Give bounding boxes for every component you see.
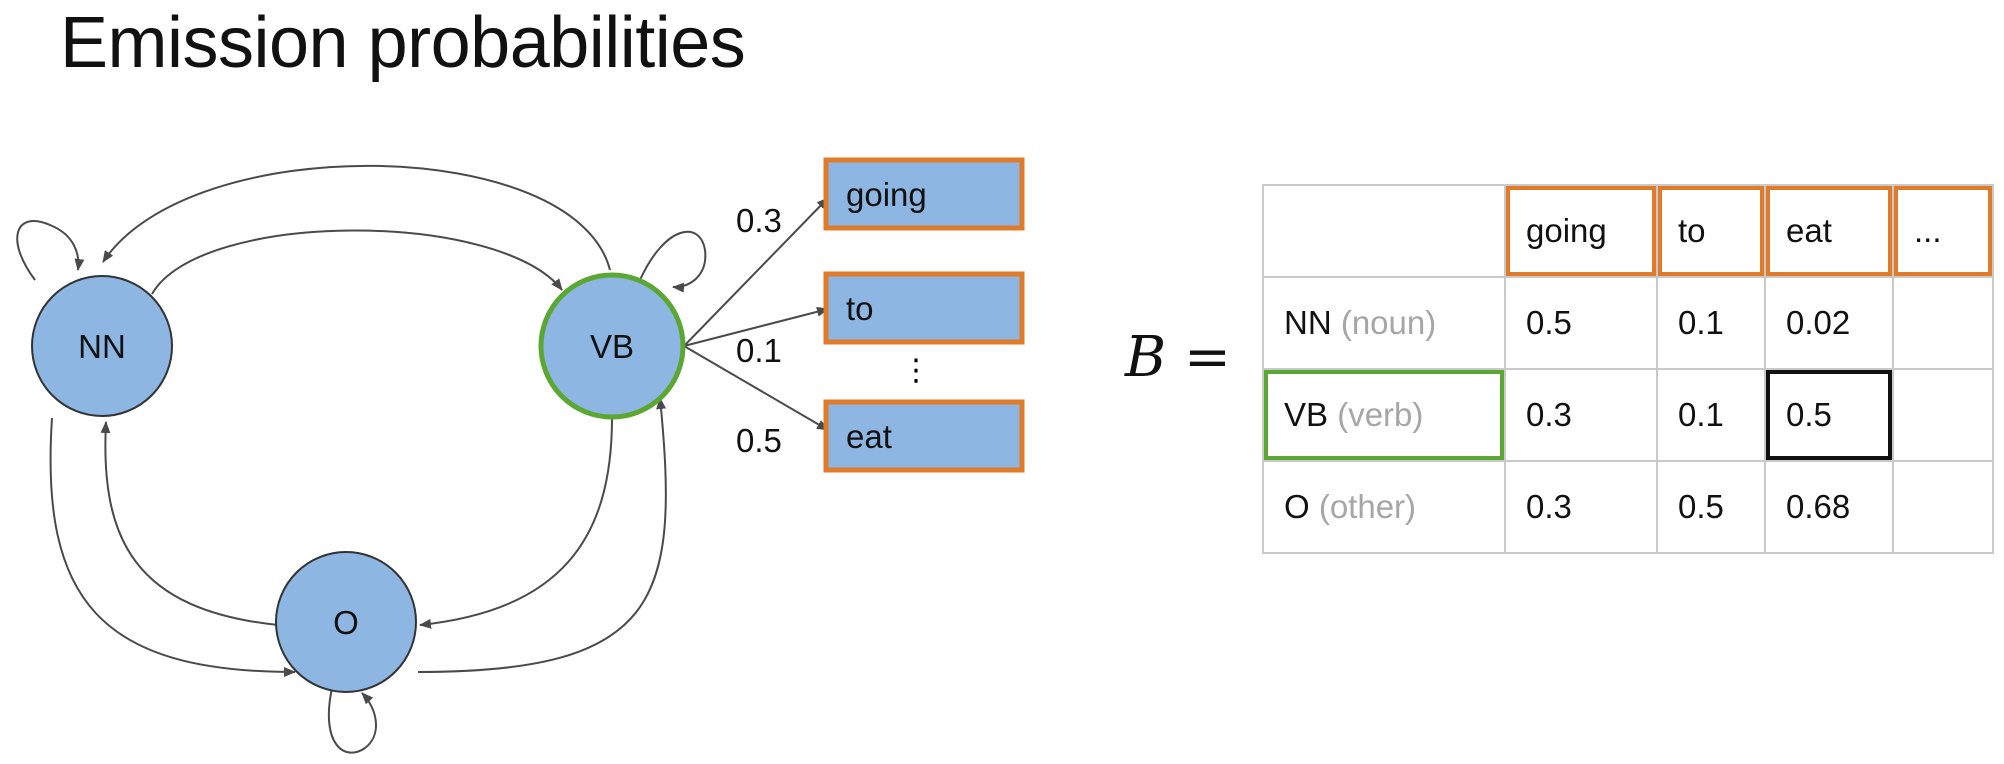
cell-o-more: [1892, 460, 1994, 554]
observation-box-going: going: [823, 157, 1025, 231]
cell-o-going: 0.3: [1504, 460, 1658, 554]
row-desc-vb: (verb): [1337, 396, 1424, 433]
cell-o-eat: 0.68: [1764, 460, 1894, 554]
row-header-vb: VB (verb): [1262, 368, 1506, 462]
emission-edge-eat: [683, 345, 829, 431]
edge-o-self-loop: [327, 687, 378, 754]
edge-o-to-nn: [100, 421, 279, 626]
row-desc-nn: (noun): [1340, 304, 1437, 341]
hmm-diagram: NN VB O 0.3 0.1 0.5 going to ⋮ eat: [16, 157, 1025, 754]
edge-nn-to-vb: [151, 229, 563, 295]
observation-box-eat: eat: [823, 399, 1025, 473]
cell-nn-eat: 0.02: [1764, 276, 1894, 370]
cell-nn-more: [1892, 276, 1994, 370]
edge-nn-self-loop: [16, 220, 85, 281]
cell-nn-going: 0.5: [1504, 276, 1658, 370]
observation-box-to: to: [823, 271, 1025, 345]
matrix-row-nn: NN (noun) 0.5 0.1 0.02: [1262, 276, 1994, 370]
edge-vb-self-loop: [639, 230, 707, 293]
edge-o-to-vb: [417, 397, 667, 673]
matrix-row-o: O (other) 0.3 0.5 0.68: [1262, 460, 1994, 554]
emission-matrix: going to eat ... NN (noun) 0.5 0.1 0.02 …: [1262, 184, 1994, 554]
edge-nn-to-o: [49, 417, 296, 677]
matrix-label: B =: [1125, 330, 1231, 386]
observation-label-eat: eat: [846, 418, 892, 455]
state-node-vb[interactable]: VB: [538, 272, 686, 420]
row-state-o: O: [1284, 488, 1310, 525]
observation-label-to: to: [846, 290, 874, 327]
matrix-header-row: going to eat ...: [1262, 184, 1994, 278]
observation-label-going: going: [846, 176, 927, 213]
observation-ellipsis: ⋮: [901, 353, 931, 388]
column-header-going: going: [1504, 184, 1658, 278]
column-header-to: to: [1656, 184, 1766, 278]
transition-edges: [16, 164, 707, 754]
edge-vb-to-nn: [102, 164, 611, 271]
column-header-more: ...: [1892, 184, 1994, 278]
emission-edges: [683, 197, 829, 431]
emission-edge-to: [683, 306, 829, 347]
cell-vb-eat: 0.5: [1764, 368, 1894, 462]
edge-vb-to-o: [419, 417, 613, 629]
row-header-o: O (other): [1262, 460, 1506, 554]
cell-vb-to: 0.1: [1656, 368, 1766, 462]
state-label-vb: VB: [590, 328, 634, 365]
emission-prob-eat: 0.5: [736, 422, 782, 459]
emission-prob-to: 0.1: [736, 332, 782, 369]
matrix-row-vb: VB (verb) 0.3 0.1 0.5: [1262, 368, 1994, 462]
row-desc-o: (other): [1318, 488, 1417, 525]
row-header-nn: NN (noun): [1262, 276, 1506, 370]
cell-vb-more: [1892, 368, 1994, 462]
cell-nn-to: 0.1: [1656, 276, 1766, 370]
matrix-corner-cell: [1262, 184, 1506, 278]
state-label-o: O: [333, 604, 359, 641]
state-node-o[interactable]: O: [275, 551, 417, 693]
cell-vb-going: 0.3: [1504, 368, 1658, 462]
cell-o-to: 0.5: [1656, 460, 1766, 554]
column-header-eat: eat: [1764, 184, 1894, 278]
state-node-nn[interactable]: NN: [31, 275, 173, 417]
slide-title: Emission probabilities: [60, 3, 746, 83]
emission-prob-going: 0.3: [736, 202, 782, 239]
matrix-equals: =: [1183, 325, 1231, 390]
row-state-vb: VB: [1284, 396, 1329, 433]
matrix-symbol: B: [1125, 325, 1167, 390]
row-state-nn: NN: [1284, 304, 1332, 341]
emission-edge-going: [683, 197, 829, 347]
state-label-nn: NN: [78, 328, 126, 365]
